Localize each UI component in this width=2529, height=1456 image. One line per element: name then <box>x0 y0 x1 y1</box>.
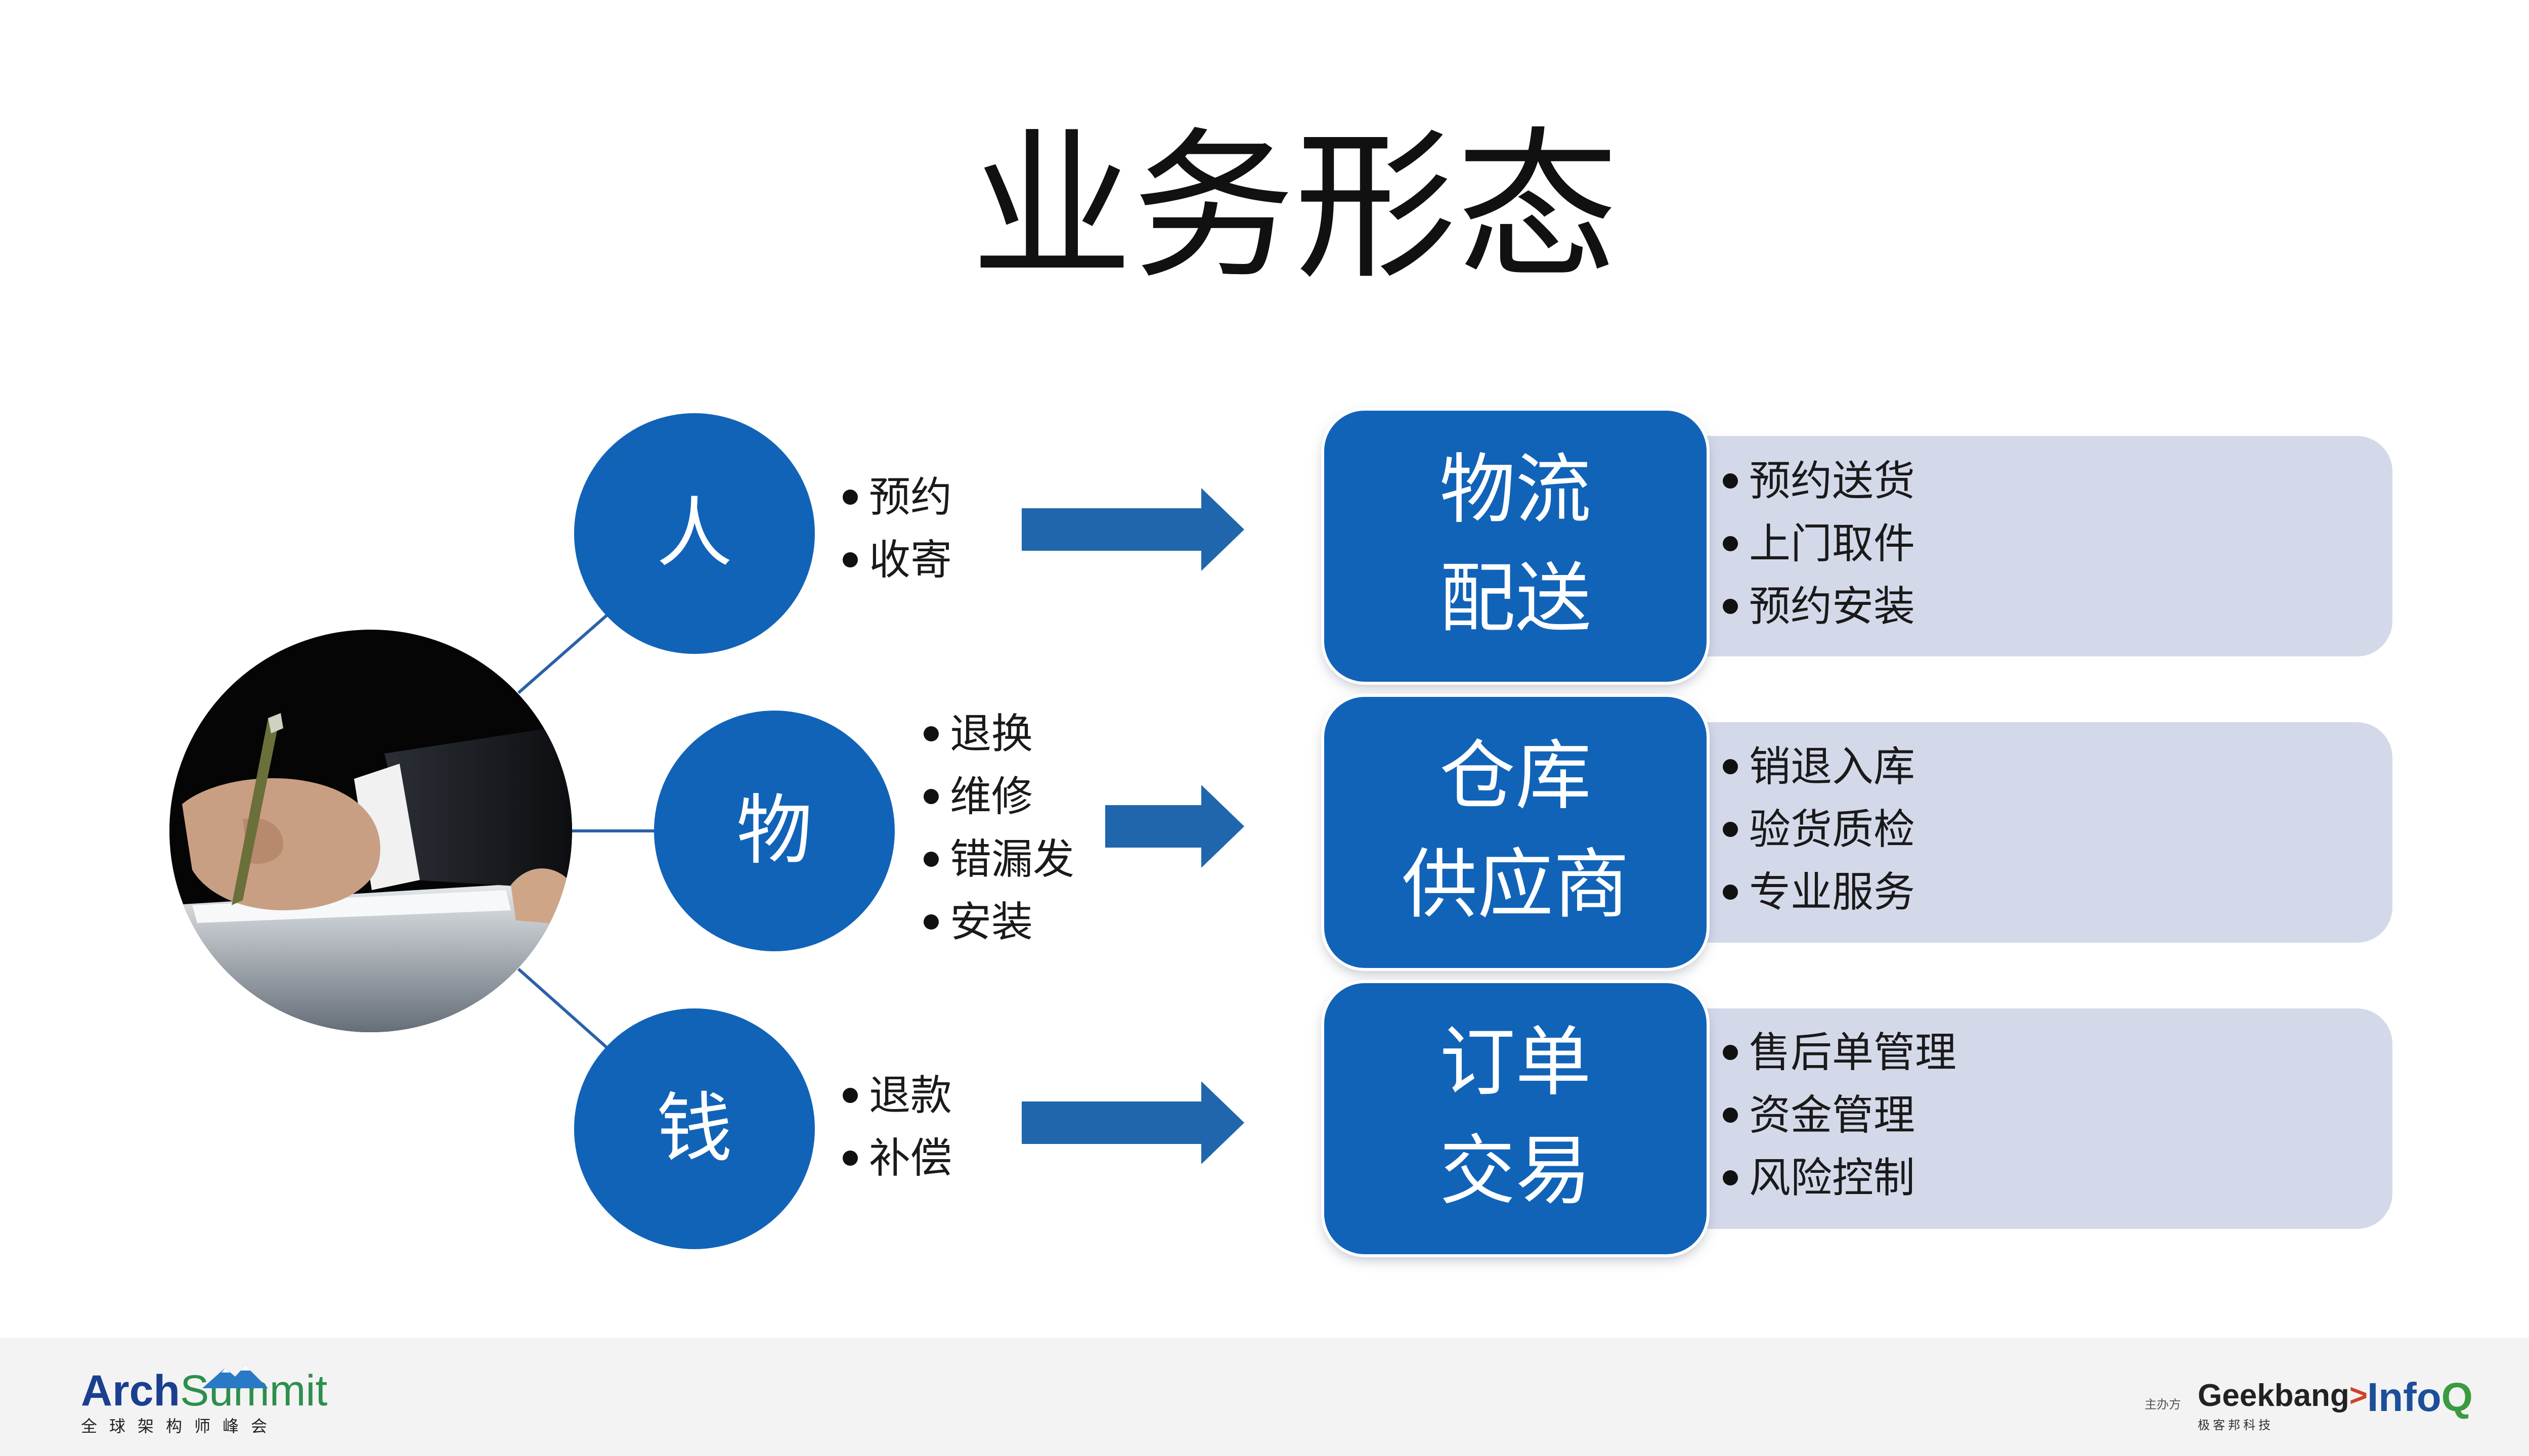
category-label-money: 钱 <box>656 1085 732 1173</box>
connector-line-money <box>517 967 611 1051</box>
list-item: 维修 <box>921 766 1074 828</box>
logo-text: Arch <box>81 1366 180 1415</box>
domain-items-order: 售后单管理 资金管理 风险控制 <box>1720 1022 1956 1210</box>
logo-text: >. <box>2349 1378 2377 1413</box>
domain-box-order: 订单 交易 <box>1324 983 1707 1254</box>
right-arrow-icon <box>1022 1081 1244 1164</box>
detail-panel-order <box>1669 1008 2392 1229</box>
detail-panel-warehouse <box>1669 722 2392 943</box>
logo-text: Info <box>2367 1375 2441 1420</box>
logo-text: Geekbang <box>2198 1378 2349 1413</box>
pen-writing-photo-icon <box>169 630 572 1032</box>
page-title: 业务形态 <box>971 113 1619 301</box>
domain-items-logistics: 预约送货 上门取件 预约安装 <box>1720 450 1915 638</box>
category-items-money: 退款 补偿 <box>840 1065 952 1190</box>
category-items-people: 预约 收寄 <box>840 466 952 592</box>
list-item: 错漏发 <box>921 828 1074 891</box>
mountain-icon <box>202 1365 268 1388</box>
list-item: 上门取件 <box>1720 513 1915 576</box>
category-items-goods: 退换 维修 错漏发 安装 <box>921 703 1074 954</box>
list-item: 销退入库 <box>1720 736 1915 799</box>
domain-label-line2: 配送 <box>1439 555 1591 643</box>
domain-label-line2: 交易 <box>1439 1127 1591 1215</box>
list-item: 预约 <box>840 466 952 529</box>
domain-label-line2: 供应商 <box>1401 841 1629 929</box>
list-item: 补偿 <box>840 1127 952 1190</box>
category-circle-money <box>574 1008 815 1249</box>
list-item: 售后单管理 <box>1720 1022 1956 1084</box>
infoq-logo: InfoQ <box>2367 1375 2473 1420</box>
sponsor-label: 主办方 <box>2145 1398 2181 1411</box>
geekbang-subtitle: 极客邦科技 <box>2198 1419 2274 1432</box>
list-item: 安装 <box>921 891 1074 954</box>
right-arrow-icon <box>1105 785 1244 868</box>
footer-bar <box>0 1338 2529 1456</box>
list-item: 预约送货 <box>1720 450 1915 513</box>
detail-panel-logistics <box>1669 436 2392 656</box>
list-item: 退款 <box>840 1065 952 1127</box>
category-label-people: 人 <box>656 490 732 578</box>
list-item: 资金管理 <box>1720 1084 1956 1147</box>
archsummit-subtitle: 全球架构师峰会 <box>81 1417 280 1435</box>
domain-items-warehouse: 销退入库 验货质检 专业服务 <box>1720 736 1915 924</box>
domain-label-line1: 物流 <box>1439 446 1591 534</box>
list-item: 收寄 <box>840 529 952 592</box>
list-item: 风险控制 <box>1720 1147 1956 1210</box>
category-circle-goods <box>654 711 895 951</box>
logo-text: Q <box>2441 1375 2473 1420</box>
list-item: 专业服务 <box>1720 861 1915 924</box>
domain-label-line1: 订单 <box>1439 1019 1591 1107</box>
category-circle-people <box>574 413 815 654</box>
right-arrow-icon <box>1022 488 1244 571</box>
domain-box-logistics: 物流 配送 <box>1324 411 1707 682</box>
list-item: 预约安装 <box>1720 576 1915 638</box>
connector-line-people <box>517 611 611 694</box>
list-item: 验货质检 <box>1720 799 1915 861</box>
domain-label-line1: 仓库 <box>1439 732 1591 820</box>
geekbang-logo: Geekbang>. <box>2198 1378 2376 1414</box>
list-item: 退换 <box>921 703 1074 766</box>
category-label-goods: 物 <box>736 787 812 875</box>
domain-box-warehouse: 仓库 供应商 <box>1324 697 1707 968</box>
